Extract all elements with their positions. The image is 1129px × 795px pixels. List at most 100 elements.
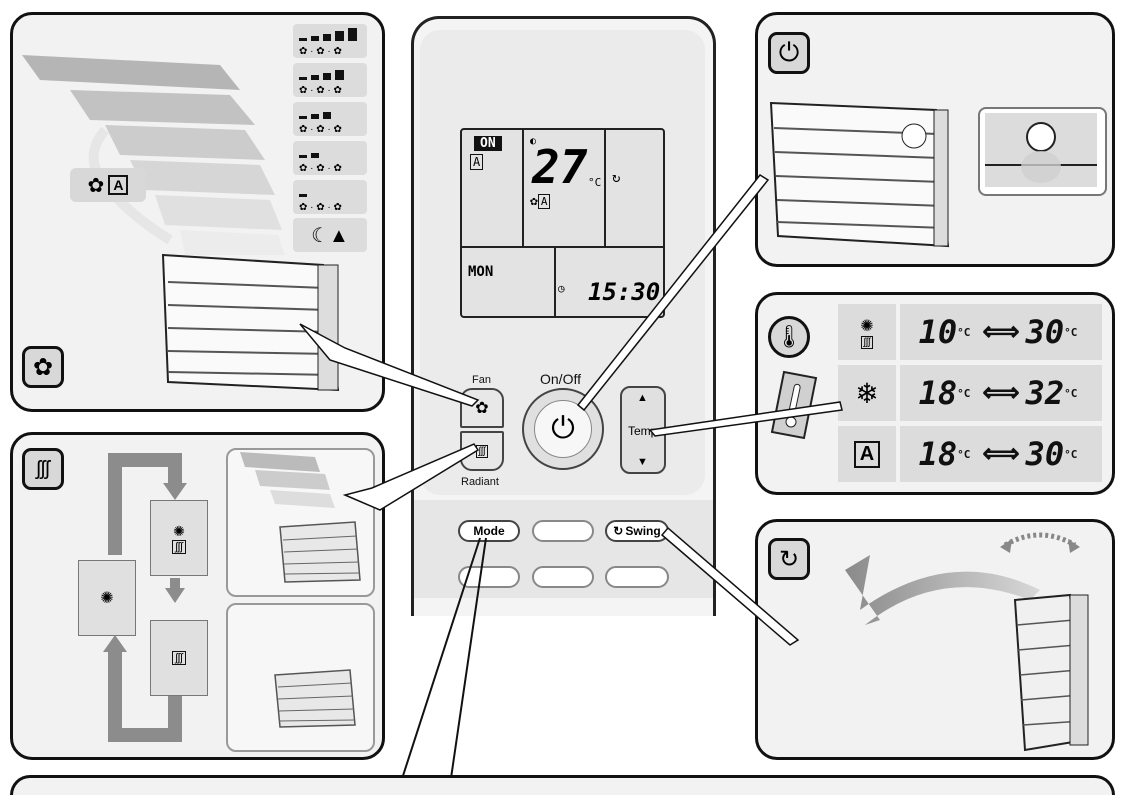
- svg-text:✿ · ✿ · ✿: ✿ · ✿ · ✿: [299, 85, 342, 96]
- auto-mode-icon: A: [838, 426, 896, 482]
- snowflake-icon: ❄: [838, 365, 896, 421]
- onoff-button[interactable]: ⏻: [522, 388, 604, 470]
- temp-unit: °C: [957, 386, 971, 400]
- remote-thermometer-illustration: [770, 370, 818, 440]
- power-led-zoom: [985, 113, 1097, 187]
- swing-icon-box: ↻: [768, 538, 810, 580]
- temp-max-auto: 30: [1025, 435, 1065, 473]
- lcd-divider-v1: [522, 130, 524, 246]
- swing-icon: ↻: [613, 524, 624, 538]
- fan-auto-indicator: ✿A: [530, 194, 551, 209]
- fan-icon: ✿: [87, 174, 105, 197]
- fan-button[interactable]: ✿: [460, 388, 504, 428]
- mode-button[interactable]: Mode: [458, 520, 520, 542]
- radiant-heat-icon: ʃʃʃ: [860, 335, 874, 349]
- sun-icon: ✺: [173, 522, 185, 539]
- sun-icon: ✺: [860, 317, 874, 335]
- power-icon: ⏻: [534, 400, 592, 458]
- lcd-divider-v3: [554, 248, 556, 318]
- heat-radiant-icon: ✺ʃʃʃ: [838, 304, 896, 360]
- radiant-button[interactable]: ʃʃʃ: [460, 431, 504, 471]
- svg-text:✿ · ✿ · ✿: ✿ · ✿ · ✿: [299, 163, 342, 174]
- indoor-unit-fan-panel: [161, 253, 340, 392]
- radiant-heat-icon: ʃʃʃ: [36, 457, 50, 480]
- lcd-divider-h: [462, 246, 663, 248]
- mode-panel-top-edge: [10, 775, 1115, 795]
- auto-mode-icon: A: [470, 154, 484, 170]
- temp-unit: °C: [1064, 447, 1078, 461]
- range-arrow-icon: ⟺: [982, 317, 1020, 347]
- temp-unit: °C: [957, 447, 971, 461]
- temp-button[interactable]: ▲ Temp ▼: [620, 386, 666, 474]
- temp-min-cool: 18: [918, 374, 958, 412]
- lcd-time: 15:30: [588, 278, 661, 306]
- temp-range-row-heat: ✺ʃʃʃ 10°C ⟺ 30°C: [838, 304, 1102, 360]
- thermometer-icon-box: 🌡︎: [768, 316, 810, 358]
- mode-box-sun: ✺: [78, 560, 136, 636]
- fan-icon: ✿: [475, 400, 489, 417]
- mode-box-sun-radiant: ✺ ʃʃʃ: [150, 500, 208, 576]
- temp-max-cool: 32: [1025, 374, 1065, 412]
- fan-button-label: Fan: [472, 374, 491, 386]
- lcd-divider-v2: [604, 130, 606, 246]
- temp-max-heat: 30: [1025, 313, 1065, 351]
- clock-icon: ◷: [558, 282, 565, 295]
- fan-speed-level-2: ✿ · ✿ · ✿: [293, 141, 367, 175]
- sun-icon: ✺: [100, 590, 114, 607]
- power-icon-box: ⏻: [768, 32, 810, 74]
- mode-box-radiant: ʃʃʃ: [150, 620, 208, 696]
- swing-button[interactable]: ↻Swing: [605, 520, 669, 542]
- lcd-day: MON: [468, 264, 494, 280]
- fan-speed-level-5: ✿ · ✿ · ✿: [293, 24, 367, 58]
- thermometer-icon: 🌡︎: [775, 324, 803, 349]
- svg-text:✿ · ✿ · ✿: ✿ · ✿ · ✿: [299, 124, 342, 135]
- blank-button-4[interactable]: [605, 566, 669, 588]
- svg-text:✿ · ✿ · ✿: ✿ · ✿ · ✿: [299, 202, 342, 213]
- temp-button-label: Temp: [628, 424, 658, 438]
- temp-range-row-auto: A 18°C ⟺ 30°C: [838, 426, 1102, 482]
- swing-airflow-illustration: [845, 532, 1089, 752]
- temp-min-heat: 10: [918, 313, 958, 351]
- fan-mode-icon-box: ✿: [22, 346, 64, 388]
- temp-unit: °C: [1064, 325, 1078, 339]
- onoff-button-label: On/Off: [540, 371, 581, 387]
- on-badge: ON: [474, 136, 502, 151]
- swing-button-label: Swing: [625, 524, 661, 538]
- fan-icon: ✿: [32, 353, 54, 381]
- swing-icon: ↻: [778, 545, 800, 573]
- temp-down-arrow-icon[interactable]: ▼: [637, 456, 648, 468]
- radiant-cycle-arrows: [103, 453, 187, 742]
- range-arrow-icon: ⟺: [982, 439, 1020, 469]
- temp-unit: °C: [957, 325, 971, 339]
- fan-auto-icon-box: ✿ A: [70, 168, 146, 202]
- indoor-unit-power-panel: [769, 101, 950, 248]
- indoor-unit-radiant-upper: [240, 452, 361, 583]
- radiant-heat-icon-box: ʃʃʃ: [22, 448, 64, 490]
- radiant-heat-icon: ʃʃʃ: [172, 651, 186, 665]
- fan-speed-level-3: ✿ · ✿ · ✿: [293, 102, 367, 136]
- fan-speed-level-1: ✿ · ✿ · ✿: [293, 180, 367, 214]
- range-arrow-icon: ⟺: [982, 378, 1020, 408]
- lcd-display: ON A ◐ 27 °C ↻ ✿A MON ◷ 15:30: [460, 128, 665, 318]
- blank-button-1[interactable]: [532, 520, 594, 542]
- temp-unit: °C: [1064, 386, 1078, 400]
- radiant-button-label: Radiant: [461, 476, 499, 488]
- radiant-heat-icon: ʃʃʃ: [475, 444, 489, 458]
- indoor-unit-radiant-lower: [274, 669, 356, 728]
- lcd-temperature: 27: [532, 140, 588, 194]
- thermometer-icon: ◐: [530, 136, 537, 147]
- night-quiet-icon: ☾▲: [293, 218, 367, 252]
- temp-up-arrow-icon[interactable]: ▲: [637, 392, 648, 404]
- fan-airflow-illustration: [22, 55, 285, 255]
- lcd-temp-unit: °C: [588, 176, 602, 189]
- svg-text:✿ · ✿ · ✿: ✿ · ✿ · ✿: [299, 46, 342, 57]
- temp-range-row-cool: ❄ 18°C ⟺ 32°C: [838, 365, 1102, 421]
- fan-speed-level-4: ✿ · ✿ · ✿: [293, 63, 367, 97]
- power-icon: ⏻: [778, 37, 800, 67]
- temp-min-auto: 18: [918, 435, 958, 473]
- auto-mode-icon: A: [108, 175, 129, 195]
- blank-button-2[interactable]: [458, 566, 520, 588]
- blank-button-3[interactable]: [532, 566, 594, 588]
- swing-icon: ↻: [612, 170, 621, 186]
- radiant-heat-icon: ʃʃʃ: [172, 539, 186, 554]
